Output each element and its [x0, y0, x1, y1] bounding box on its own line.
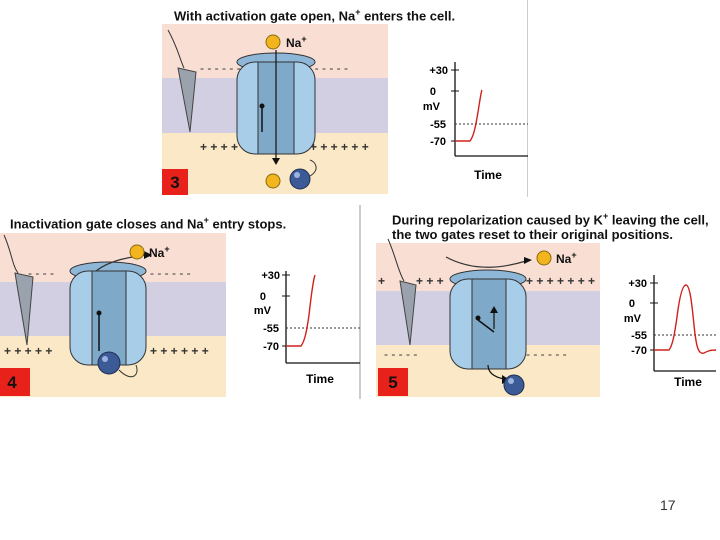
- svg-text:Na+: Na+: [286, 34, 307, 50]
- inner-charges: + + + + +: [4, 344, 52, 358]
- svg-text:0: 0: [260, 291, 266, 303]
- outer-charges: - - - - - -: [200, 61, 241, 75]
- inactivation-gate-ball: [503, 374, 525, 396]
- svg-text:0: 0: [430, 86, 436, 98]
- panel-4-caption: Inactivation gate closes and Na+ entry s…: [10, 215, 287, 232]
- step-number-box: [162, 169, 188, 195]
- outer-charges: +: [378, 274, 385, 288]
- inner-charges: - - - - -: [384, 347, 417, 361]
- inactivation-gate-ball: [97, 351, 121, 375]
- voltage-sensor: [177, 67, 197, 133]
- voltage-trace: [654, 284, 717, 354]
- svg-text:+ + + + + +: + + + + + +: [310, 140, 369, 154]
- svg-text:Na+: Na+: [149, 244, 170, 260]
- svg-text:-55: -55: [263, 323, 279, 335]
- sodium-ion-inside: [265, 173, 281, 189]
- step-number: 3: [170, 173, 179, 192]
- panel-3-caption: With activation gate open, Na+ enters th…: [174, 7, 456, 24]
- svg-text:- - - - - -: - - - - - -: [526, 347, 567, 361]
- svg-text:-70: -70: [263, 341, 279, 353]
- panel-4-figure: - - - - - - - - - - + + + + + + + + + + …: [0, 205, 362, 399]
- svg-text:-55: -55: [631, 330, 647, 342]
- step-number-box: [378, 368, 408, 396]
- voltage-sensor: [399, 280, 417, 346]
- svg-text:+30: +30: [261, 270, 280, 282]
- voltage-trace: [455, 89, 483, 142]
- sodium-ion: [536, 250, 552, 266]
- sodium-ion-outside: [265, 34, 281, 50]
- sodium-channel: [449, 269, 527, 370]
- svg-text:+ + +: + + +: [416, 274, 444, 288]
- voltage-sensor: [14, 272, 34, 346]
- svg-text:Time: Time: [474, 168, 502, 182]
- outer-charges: - - - -: [28, 266, 54, 280]
- step-number-box: [0, 368, 30, 396]
- membrane-potential-graph: +30 0 mV -55 -70 Time: [624, 275, 717, 389]
- svg-text:-70: -70: [430, 136, 446, 148]
- svg-text:+30: +30: [628, 278, 647, 290]
- svg-text:Time: Time: [306, 372, 334, 386]
- membrane-potential-graph: +30 0 mV -55 -70 Time: [423, 62, 528, 182]
- panel-5-figure: + + + + + + + + + + + - - - - - - - - - …: [376, 205, 720, 399]
- panel-5: + + + + + + + + + + + - - - - - - - - - …: [376, 205, 720, 399]
- svg-text:0: 0: [629, 298, 635, 310]
- inactivation-gate-ball: [289, 168, 311, 190]
- page-number: 17: [660, 497, 676, 513]
- svg-text:- - - - - -: - - - - - -: [150, 266, 191, 280]
- svg-text:+ + + + + +: + + + + + +: [150, 344, 209, 358]
- panel-3: - - - - - - - - - - - - - + + + + + + + …: [160, 0, 529, 197]
- panel-5-caption: During repolarization caused by K+ leavi…: [392, 211, 709, 243]
- svg-text:-70: -70: [631, 345, 647, 357]
- svg-text:mV: mV: [254, 305, 272, 317]
- step-number: 5: [388, 373, 397, 392]
- voltage-trace: [286, 274, 316, 347]
- sodium-channel: [69, 261, 147, 366]
- panel-3-figure: - - - - - - - - - - - - - + + + + + + + …: [160, 0, 529, 197]
- step-number: 4: [7, 373, 17, 392]
- svg-text:Na+: Na+: [556, 250, 577, 266]
- svg-text:mV: mV: [624, 313, 642, 325]
- svg-text:+30: +30: [429, 65, 448, 77]
- svg-text:mV: mV: [423, 101, 441, 113]
- sodium-ion: [129, 244, 145, 260]
- membrane-potential-graph: +30 0 mV -55 -70 Time: [254, 270, 360, 386]
- svg-text:+ + + + + + +: + + + + + + +: [526, 274, 595, 288]
- svg-text:Time: Time: [674, 375, 702, 389]
- panel-4: - - - - - - - - - - + + + + + + + + + + …: [0, 205, 362, 399]
- inner-charges: + + + + +: [200, 140, 248, 154]
- svg-text:-55: -55: [430, 119, 446, 131]
